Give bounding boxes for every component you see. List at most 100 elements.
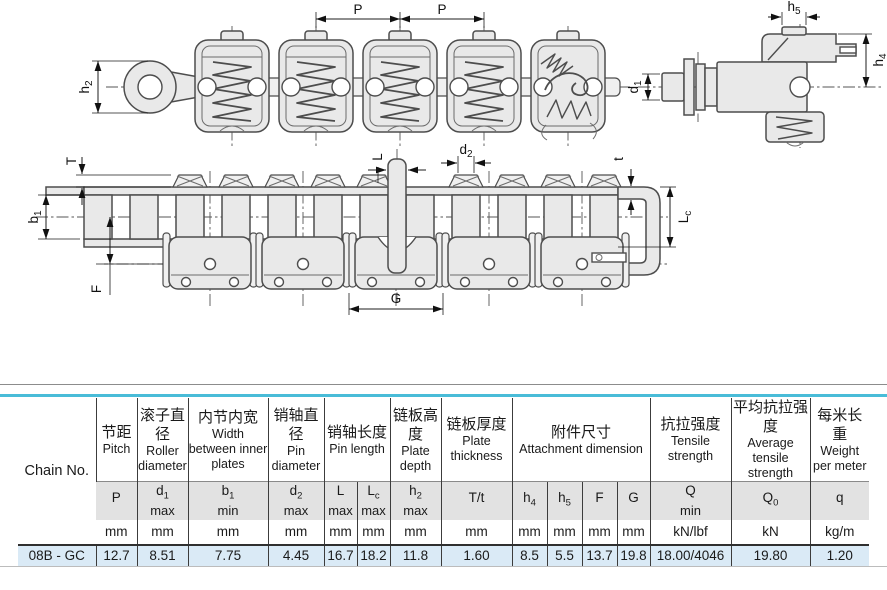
- divider-bottom: [0, 566, 887, 567]
- dim-label-F: F: [89, 285, 104, 293]
- pad-1: [162, 232, 258, 290]
- chain-no-header: Chain No.: [24, 462, 89, 479]
- unit-cell: mm: [440, 519, 513, 545]
- value-cell: 16.7: [323, 543, 357, 567]
- gripper-unit-3: [362, 26, 438, 146]
- value-cell: 18.00/4046: [649, 543, 732, 567]
- dim-label-h2: h2: [77, 80, 95, 94]
- dim-label-d1: d1: [626, 80, 644, 94]
- unit-cell: kg/m: [809, 519, 870, 545]
- unit-cell: mm: [511, 519, 548, 545]
- dim-pitch: P P: [315, 2, 485, 28]
- unit-cell: mm: [581, 519, 618, 545]
- clip-tabs: [172, 174, 622, 188]
- value-cell: 5.5: [546, 543, 583, 567]
- symbol-P: P: [96, 481, 137, 520]
- value-cell: 1.60: [440, 543, 513, 567]
- dim-h5: h5: [768, 0, 820, 25]
- value-cell: 4.45: [267, 543, 324, 567]
- value-cell: 11.8: [389, 543, 442, 567]
- unit-cell: kN/lbf: [649, 519, 732, 545]
- dim-b1: b1: [26, 194, 80, 240]
- dim-Lc: Lc: [618, 186, 694, 248]
- symbol-h4: h4: [511, 481, 548, 520]
- data-row-08B-GC: 08B - GC 12.7 8.51 7.75 4.45 16.7 18.2 1…: [18, 543, 870, 567]
- dim-T: T: [64, 157, 171, 205]
- value-cell: 8.51: [136, 543, 188, 567]
- dim-label-h5: h5: [787, 0, 801, 17]
- dim-label-L: L: [370, 153, 385, 161]
- dim-label-T: T: [64, 157, 79, 165]
- symbol-G: G: [616, 481, 651, 520]
- value-cell: 19.80: [730, 543, 811, 567]
- pad-2: [255, 232, 351, 290]
- value-cell: 8.5: [511, 543, 548, 567]
- symbol-Q0: Q0: [730, 481, 811, 520]
- dim-label-t: t: [611, 157, 626, 161]
- end-view: d1 h5 h4: [626, 0, 887, 148]
- unit-cell: mm: [267, 519, 324, 545]
- dim-d1: d1: [626, 73, 660, 101]
- dim-L: L: [368, 153, 426, 183]
- chain-no-value: 08B - GC: [18, 543, 96, 567]
- gripper-unit-4: [446, 26, 522, 146]
- unit-cell: mm: [136, 519, 188, 545]
- unit-cell: mm: [187, 519, 268, 545]
- unit-cell: mm: [356, 519, 391, 545]
- gripper-unit-5-open: [530, 26, 606, 146]
- value-cell: 19.8: [616, 543, 651, 567]
- accent-line: [0, 394, 887, 397]
- dim-h4: h4: [838, 33, 887, 87]
- symbol-Tt: T/t: [440, 481, 513, 520]
- pad-4: [441, 232, 537, 290]
- dim-label-G: G: [391, 291, 402, 306]
- dim-G: G: [348, 291, 444, 315]
- unit-row: mm mm mm mm mm mm mm mm mm mm mm mm kN/l…: [18, 519, 870, 545]
- divider-top: [0, 384, 887, 385]
- plan-view: T b1 F L: [26, 142, 694, 315]
- technical-drawing: h2: [26, 0, 887, 315]
- value-cell: 1.20: [809, 543, 870, 567]
- dim-t: t: [611, 157, 635, 215]
- symbol-F: F: [581, 481, 618, 520]
- unit-cell: mm: [389, 519, 442, 545]
- dim-label-pitch-1: P: [353, 2, 362, 17]
- gripper-unit-1: [194, 26, 270, 146]
- dim-h2: h2: [77, 60, 148, 114]
- value-cell: 7.75: [187, 543, 268, 567]
- gripper-unit-2: [278, 26, 354, 146]
- unit-cell: mm: [546, 519, 583, 545]
- dim-F: F: [89, 217, 163, 295]
- dim-label-pitch-2: P: [437, 2, 446, 17]
- pad-5: [534, 232, 630, 290]
- unit-cell: mm: [323, 519, 357, 545]
- symbol-q: q: [809, 481, 870, 520]
- unit-cell: mm: [616, 519, 651, 545]
- dim-label-Lc: Lc: [676, 211, 694, 224]
- value-cell: 18.2: [356, 543, 391, 567]
- unit-cell: mm: [105, 524, 128, 539]
- dim-label-h4: h4: [871, 53, 887, 67]
- symbol-h5: h5: [546, 481, 583, 520]
- value-cell: 12.7: [95, 543, 137, 567]
